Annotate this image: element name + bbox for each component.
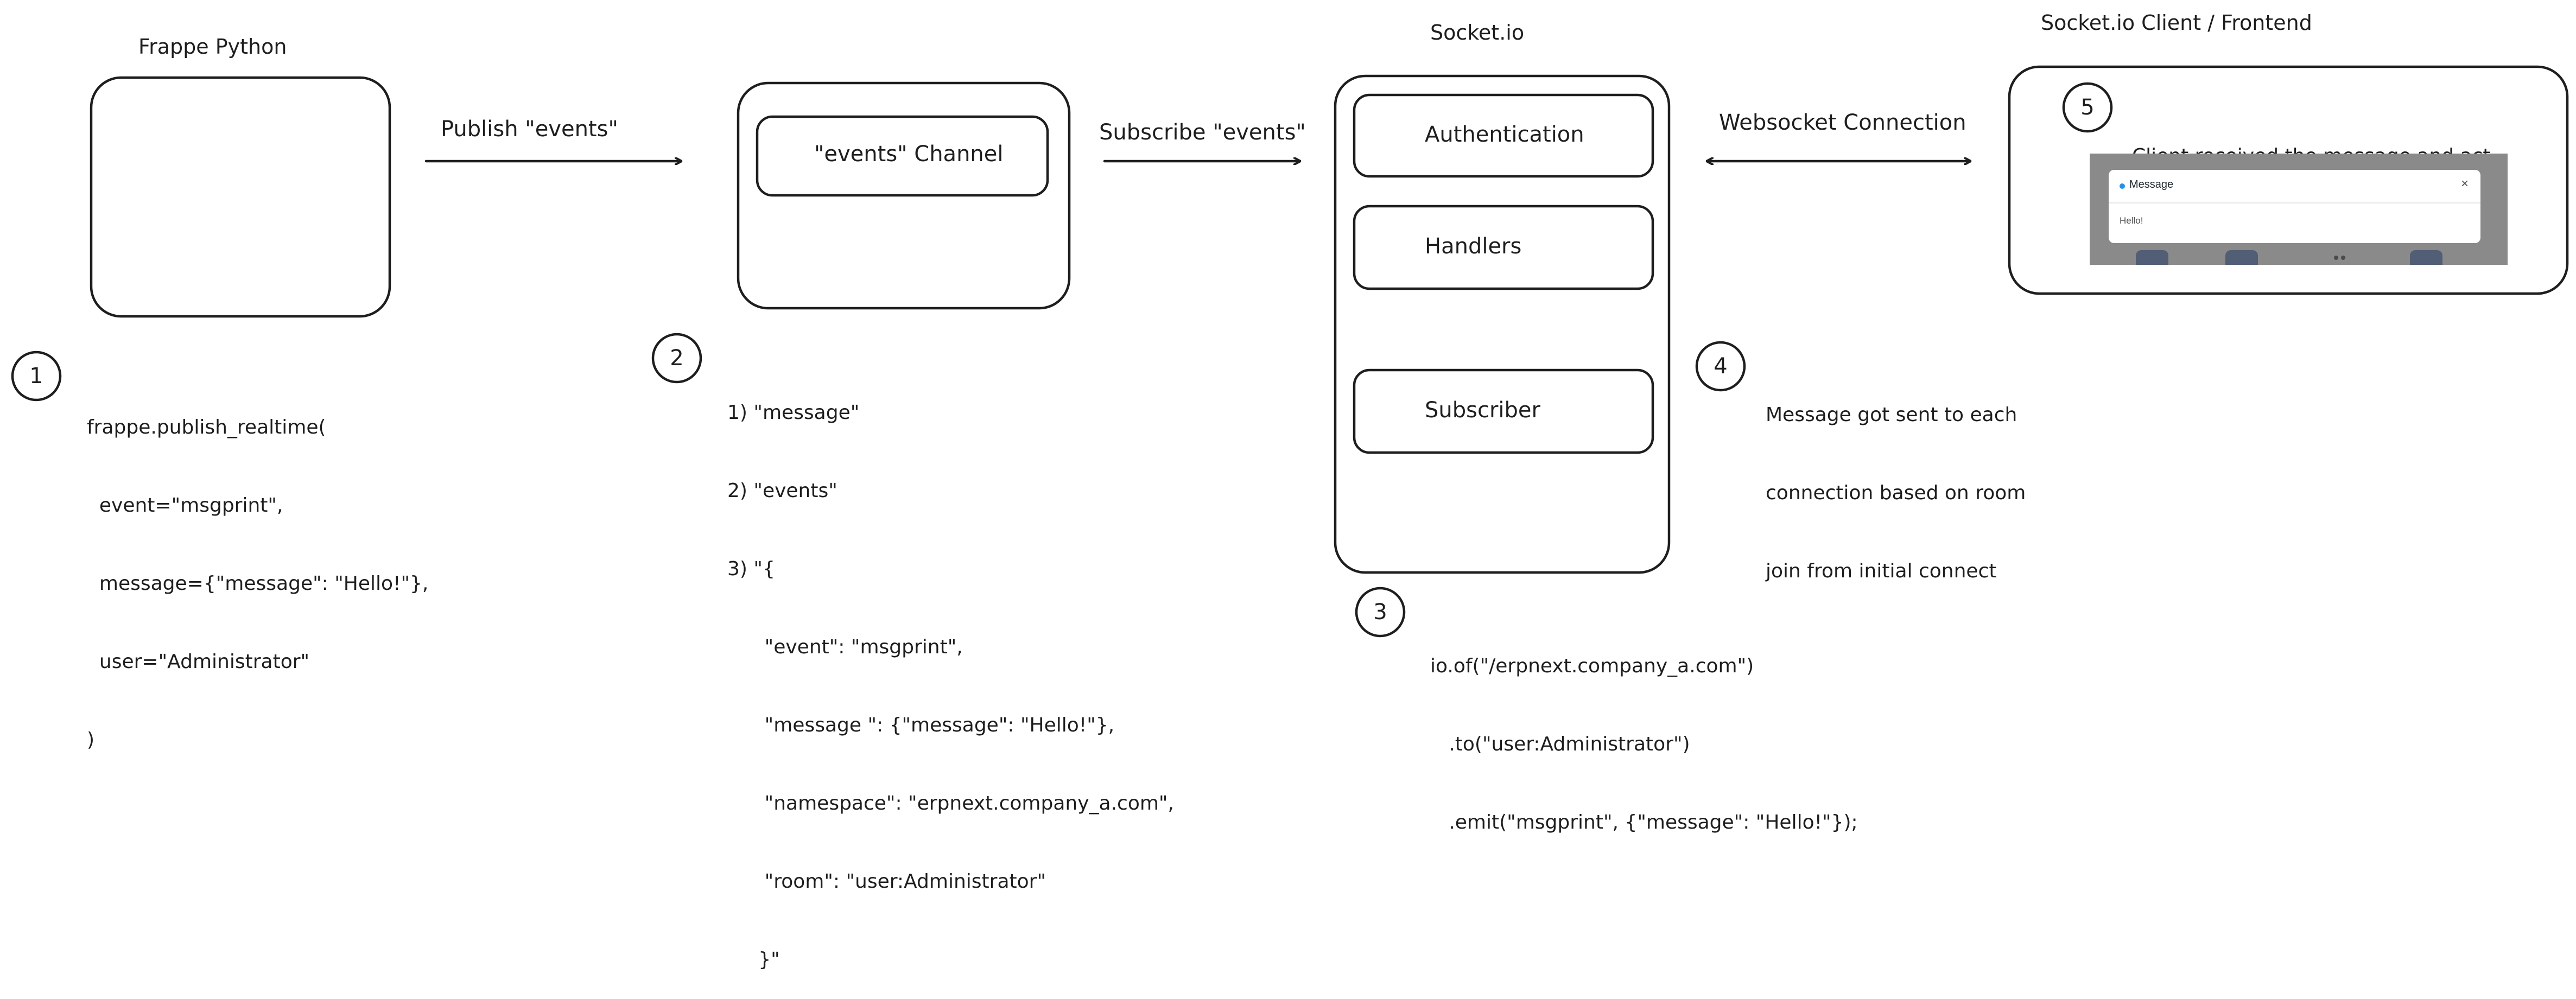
step-4-line: connection based on room: [1766, 482, 2026, 504]
step-3-code: io.of("/erpnext.company_a.com") .to("use…: [1430, 601, 1858, 862]
frappe-python-box: [90, 76, 391, 318]
step-3-line: .to("user:Administrator"): [1430, 733, 1690, 755]
step-2-line: "namespace": "erpnext.company_a.com",: [727, 792, 1174, 815]
events-channel-label: "events" Channel: [814, 142, 1004, 167]
step-1-circle: [11, 351, 62, 402]
step-2-number: 2: [670, 346, 684, 371]
step-1-code: frappe.publish_realtime( event="msgprint…: [87, 362, 428, 779]
client-message-screenshot: Message × Hello!: [2090, 154, 2508, 265]
step-4-number: 4: [1714, 354, 1728, 379]
step-3-line: .emit("msgprint", {"message": "Hello!"})…: [1430, 811, 1858, 833]
socketio-title: Socket.io: [1430, 21, 1525, 44]
step-1-line: event="msgprint",: [87, 494, 283, 517]
step-1-line: frappe.publish_realtime(: [87, 416, 326, 438]
message-dialog-body: Hello!: [2120, 215, 2143, 226]
dock-separator-dot: [2341, 256, 2345, 260]
socketio-box: [1334, 74, 1671, 574]
dock-separator-dot: [2334, 256, 2338, 260]
message-dialog: Message × Hello!: [2109, 170, 2480, 243]
step-2-line: 2) "events": [727, 480, 837, 502]
subscriber-box: [1353, 368, 1654, 454]
step-1-number: 1: [29, 364, 43, 389]
step-4-line: join from initial connect: [1766, 560, 1997, 582]
handlers-label: Handlers: [1425, 234, 1522, 259]
publish-events-label: Publish "events": [441, 117, 618, 142]
client-frontend-box: [2008, 65, 2569, 295]
subscribe-events-label: Subscribe "events": [1099, 120, 1306, 145]
step-2-circle: [651, 333, 702, 384]
step-4-circle: [1695, 341, 1746, 392]
step-1-line: ): [87, 729, 95, 751]
dock-app-icon: [2136, 250, 2168, 265]
authentication-box: [1353, 93, 1654, 178]
step-3-circle: [1355, 587, 1406, 638]
close-icon[interactable]: ×: [2460, 176, 2469, 191]
step-1-line: message={"message": "Hello!"},: [87, 572, 429, 595]
step-4-line: Message got sent to each: [1766, 404, 2017, 426]
handlers-box: [1353, 205, 1654, 290]
step-2-line: }": [727, 949, 780, 971]
step-5-circle: [2062, 82, 2113, 133]
message-dialog-title: Message: [2129, 179, 2174, 190]
authentication-label: Authentication: [1425, 122, 1584, 147]
frappe-python-title: Frappe Python: [138, 35, 287, 59]
redis-channel-box: [737, 81, 1071, 310]
message-dialog-header: Message ×: [2109, 170, 2480, 203]
indicator-dot-icon: [2120, 183, 2125, 189]
step-1-line: user="Administrator": [87, 651, 310, 673]
step-2-line: "room": "user:Administrator": [727, 870, 1046, 893]
step-4-description: Message got sent to each connection base…: [1766, 350, 2026, 610]
subscriber-label: Subscriber: [1425, 398, 1540, 423]
step-2-code: 1) "message" 2) "events" 3) "{ "event": …: [727, 348, 1174, 999]
step-3-number: 3: [1373, 600, 1387, 625]
websocket-connection-label: Websocket Connection: [1719, 110, 1966, 135]
events-channel-box: [756, 115, 1049, 197]
diagram-canvas: [11, 65, 2569, 638]
step-2-line: "message ": {"message": "Hello!"},: [727, 714, 1115, 736]
client-frontend-title: Socket.io Client / Frontend: [2041, 11, 2312, 35]
dock-app-icon: [2225, 250, 2258, 265]
step-5-number: 5: [2080, 95, 2095, 120]
dock-app-icon: [2410, 250, 2442, 265]
step-2-line: 1) "message": [727, 402, 860, 424]
step-2-line: "event": "msgprint",: [727, 636, 963, 658]
step-2-line: 3) "{: [727, 558, 775, 580]
step-3-line: io.of("/erpnext.company_a.com"): [1430, 655, 1754, 677]
